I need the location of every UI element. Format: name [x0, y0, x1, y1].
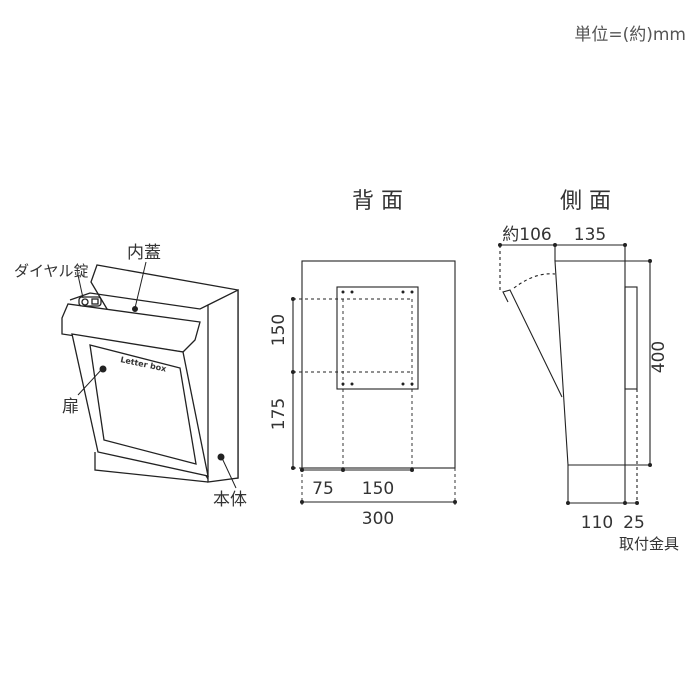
label-door: 扉	[62, 397, 79, 417]
side-view-title: 側 面	[560, 189, 611, 214]
dim-side-open: 約106	[502, 225, 551, 245]
dim-back-width: 300	[362, 509, 394, 529]
unit-label: 単位=(約)mm	[574, 25, 686, 45]
back-view-title: 背 面	[352, 189, 403, 214]
label-inner-lid: 内蓋	[127, 243, 161, 263]
label-body: 本体	[213, 490, 247, 510]
label-dial-lock: ダイヤル錠	[14, 262, 89, 280]
letterbox-illustration	[61, 264, 239, 483]
label-bracket: 取付金具	[619, 535, 679, 553]
side-view	[498, 243, 652, 505]
callouts	[77, 261, 237, 489]
dim-side-bracket: 25	[623, 513, 645, 533]
dim-side-top-depth: 135	[574, 225, 606, 245]
back-view	[291, 260, 457, 505]
dim-back-lower: 175	[269, 398, 289, 430]
dim-side-height: 400	[649, 341, 669, 373]
dim-back-left-offset: 75	[312, 479, 334, 499]
dim-back-upper: 150	[269, 314, 289, 346]
dim-side-bottom-depth: 110	[581, 513, 613, 533]
dim-back-hole-span: 150	[362, 479, 394, 499]
